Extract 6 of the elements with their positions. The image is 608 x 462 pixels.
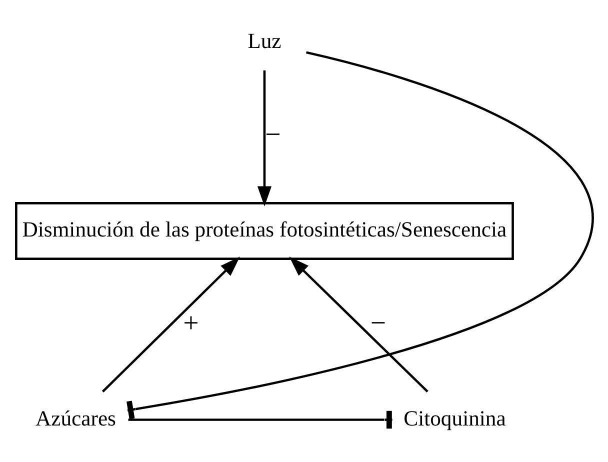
edge-label: − — [264, 119, 280, 150]
node-text: Azúcares — [34, 406, 116, 430]
edge-label: + — [182, 308, 198, 340]
node-text: Citoquinina — [403, 406, 506, 430]
edge-label: − — [370, 308, 386, 340]
node-text: Luz — [247, 28, 281, 53]
